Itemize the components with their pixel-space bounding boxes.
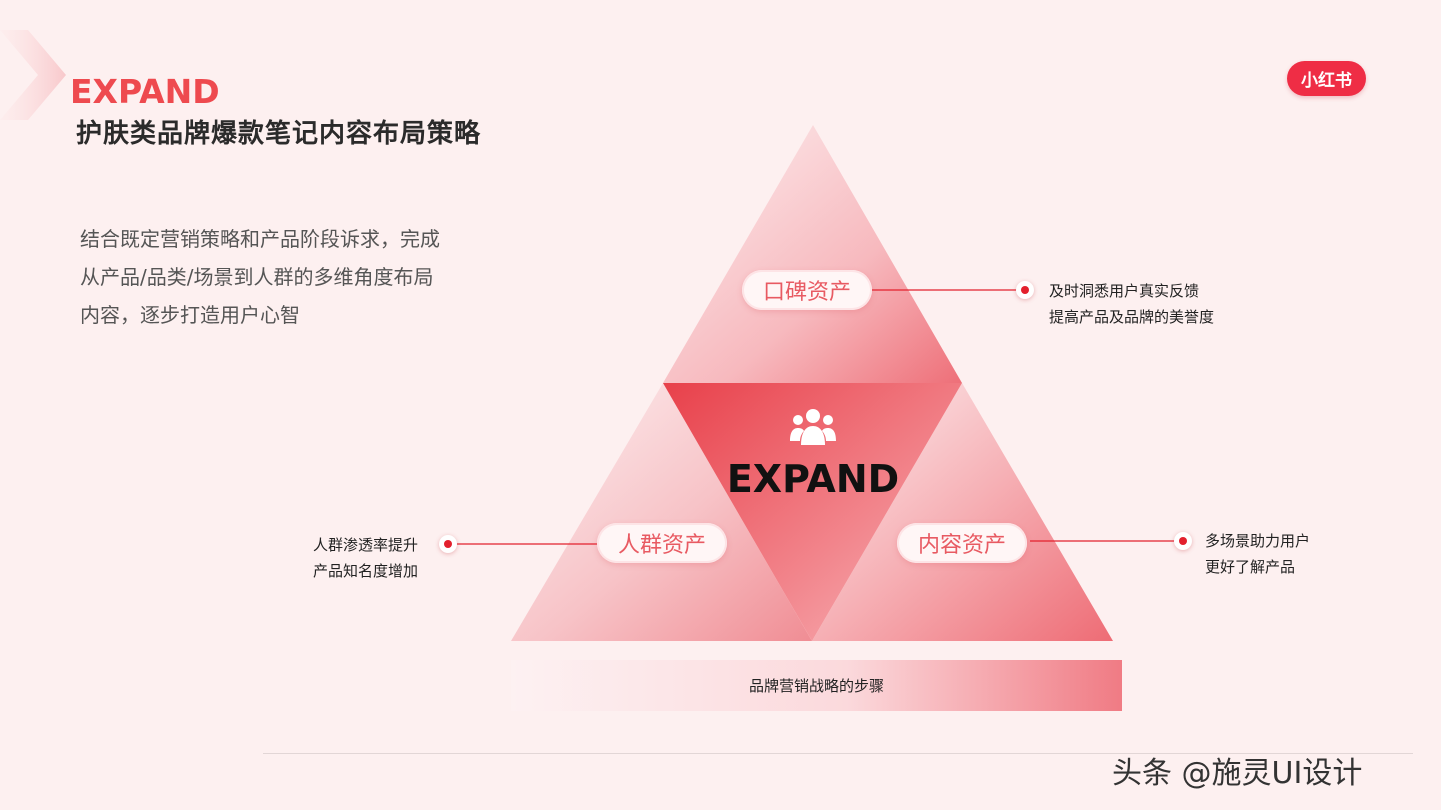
page-title: 护肤类品牌爆款笔记内容布局策略 (76, 119, 482, 149)
intro-line: 内容，逐步打造用户心智 (80, 303, 300, 327)
decorative-chevron (0, 30, 66, 120)
pill-audience-assets: 人群资产 (597, 523, 727, 563)
intro-line: 从产品/品类/场景到人群的多维角度布局 (80, 265, 434, 289)
pyramid-center-label: EXPAND (726, 457, 900, 501)
note-line: 提高产品及品牌的美誉度 (1049, 308, 1215, 326)
bullet-dot-top (1016, 281, 1034, 299)
footer-divider (263, 753, 1413, 754)
pyramid-center-triangle (663, 383, 962, 641)
note-line: 多场景助力用户 (1205, 532, 1311, 550)
note-right: 多场景助力用户 更好了解产品 (1205, 528, 1310, 580)
pill-reputation-assets: 口碑资产 (742, 270, 872, 310)
pill-content-assets: 内容资产 (897, 523, 1027, 563)
intro-paragraph: 结合既定营销策略和产品阶段诉求，完成 从产品/品类/场景到人群的多维角度布局 内… (80, 220, 480, 334)
note-top: 及时洞悉用户真实反馈 提高产品及品牌的美誉度 (1049, 278, 1214, 330)
base-bar-label: 品牌营销战略的步骤 (748, 677, 884, 695)
intro-line: 结合既定营销策略和产品阶段诉求，完成 (80, 227, 440, 251)
note-line: 人群渗透率提升 (313, 536, 419, 554)
note-line: 及时洞悉用户真实反馈 (1049, 282, 1200, 300)
pyramid-left-triangle (511, 383, 812, 641)
pyramid-base-bar: 品牌营销战略的步骤 (511, 660, 1122, 711)
note-left: 人群渗透率提升 产品知名度增加 (313, 532, 418, 584)
users-icon (790, 409, 836, 445)
pyramid-top-triangle (663, 125, 962, 383)
header-brand-word: EXPAND (70, 72, 220, 111)
xiaohongshu-logo: 小红书 (1287, 61, 1366, 96)
bullet-dot-right (1174, 532, 1192, 550)
note-line: 更好了解产品 (1205, 558, 1296, 576)
bullet-dot-left (439, 535, 457, 553)
pyramid-right-triangle (812, 383, 1113, 641)
note-line: 产品知名度增加 (313, 562, 419, 580)
watermark: 头条 @施灵UI设计 (1112, 756, 1363, 791)
